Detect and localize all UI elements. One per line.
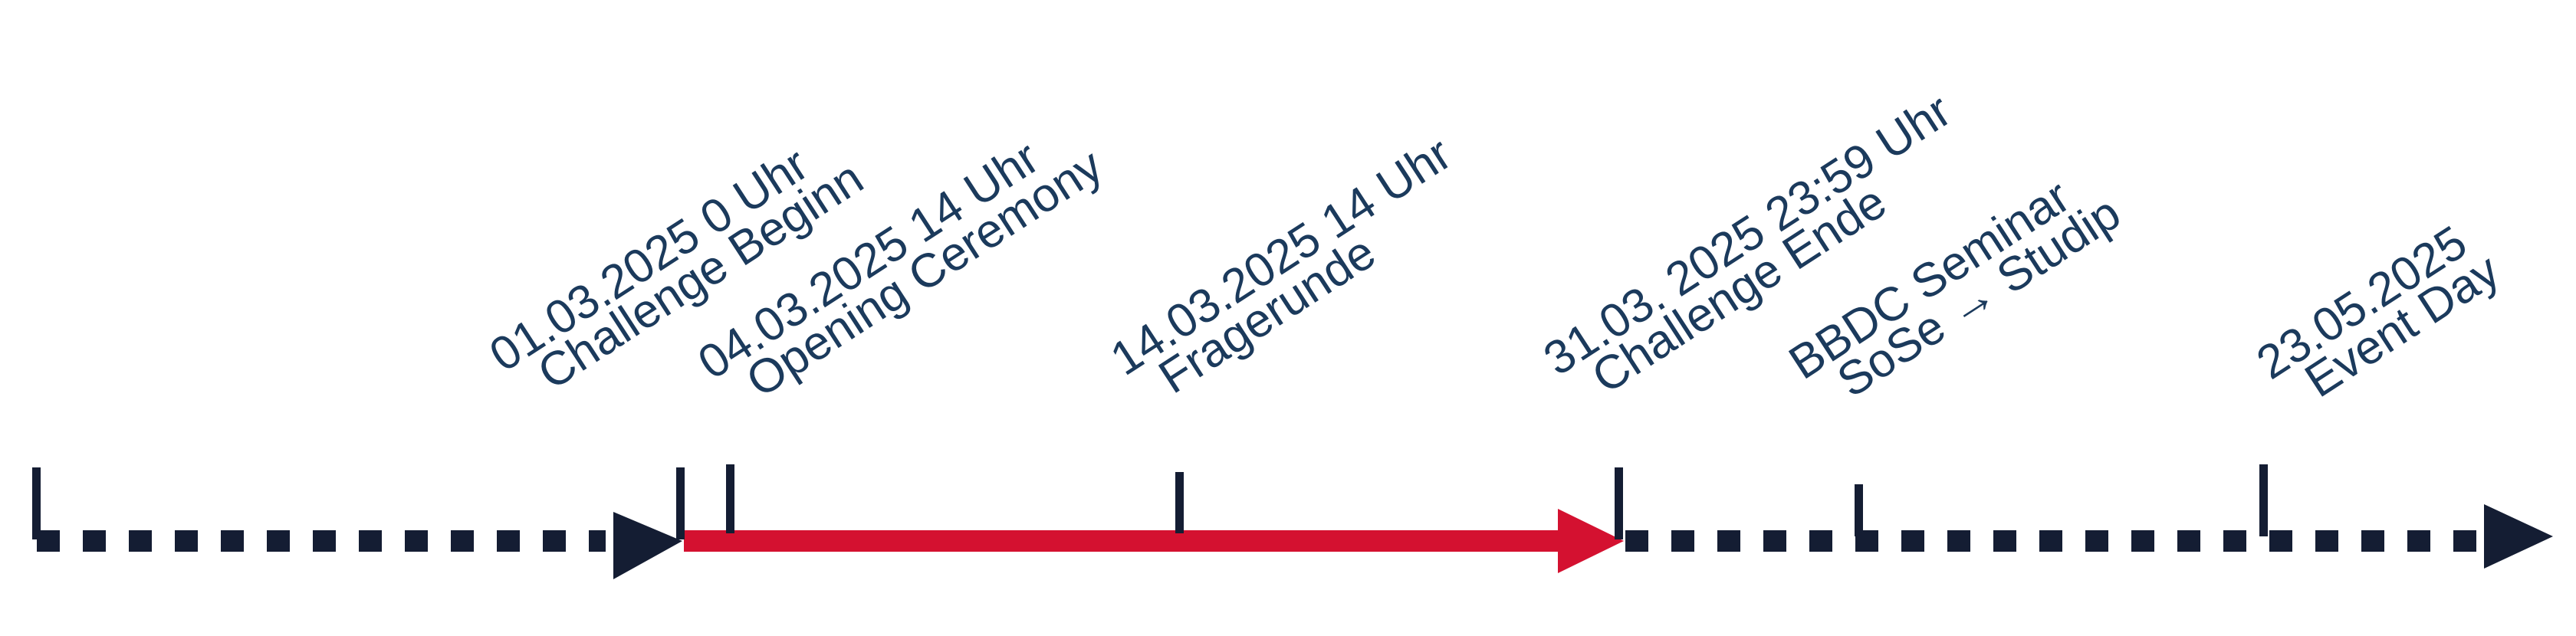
- tick-fragerunde: [1175, 472, 1184, 533]
- tick-challenge-start: [676, 467, 685, 539]
- tick-challenge-end: [1615, 467, 1623, 539]
- timeline-arrowhead-end: [2484, 504, 2553, 569]
- challenge-period-arrowhead: [1558, 509, 1624, 573]
- tick-opening-ceremony: [726, 464, 734, 533]
- tick-timeline-start: [32, 467, 41, 539]
- timeline-arrowhead-start: [613, 512, 682, 579]
- tick-event-day: [2259, 464, 2268, 536]
- challenge-period-bar: [684, 530, 1566, 552]
- tick-bbdc-seminar: [1855, 484, 1863, 536]
